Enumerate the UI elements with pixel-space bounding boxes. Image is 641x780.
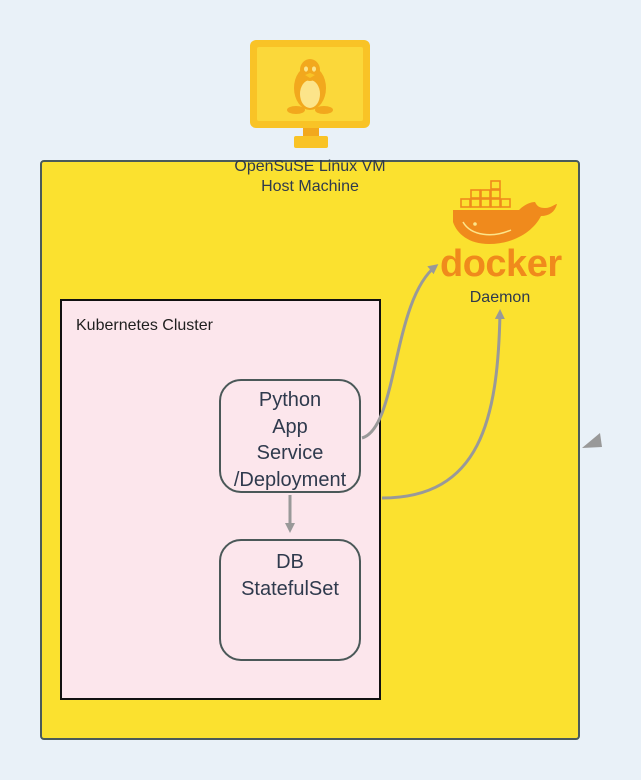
penguin-icon [287, 59, 333, 114]
db-line1: DB [276, 551, 304, 573]
host-label-line2: Host Machine [261, 178, 359, 195]
python-app-line2: App [272, 415, 308, 438]
python-app-line1: Python [258, 389, 322, 411]
docker-wordmark: docker [440, 243, 562, 285]
host-machine-label: OpenSuSE Linux VM Host Machine [200, 157, 420, 197]
python-app-line3: Service [256, 442, 324, 464]
docker-daemon-label: Daemon [469, 289, 531, 306]
docker-whale-icon [453, 180, 557, 244]
python-app-node: Python App Service /Deployment [219, 379, 361, 493]
host-label-line1: OpenSuSE Linux VM [234, 158, 386, 175]
python-app-line4: /Deployment [233, 468, 347, 491]
stray-arrowhead [582, 433, 602, 448]
db-statefulset-node: DB StatefulSet [219, 539, 361, 661]
db-line2: StatefulSet [241, 577, 339, 600]
kubernetes-cluster-label: Kubernetes Cluster [76, 317, 213, 334]
monitor-linux-penguin-icon [250, 40, 370, 148]
